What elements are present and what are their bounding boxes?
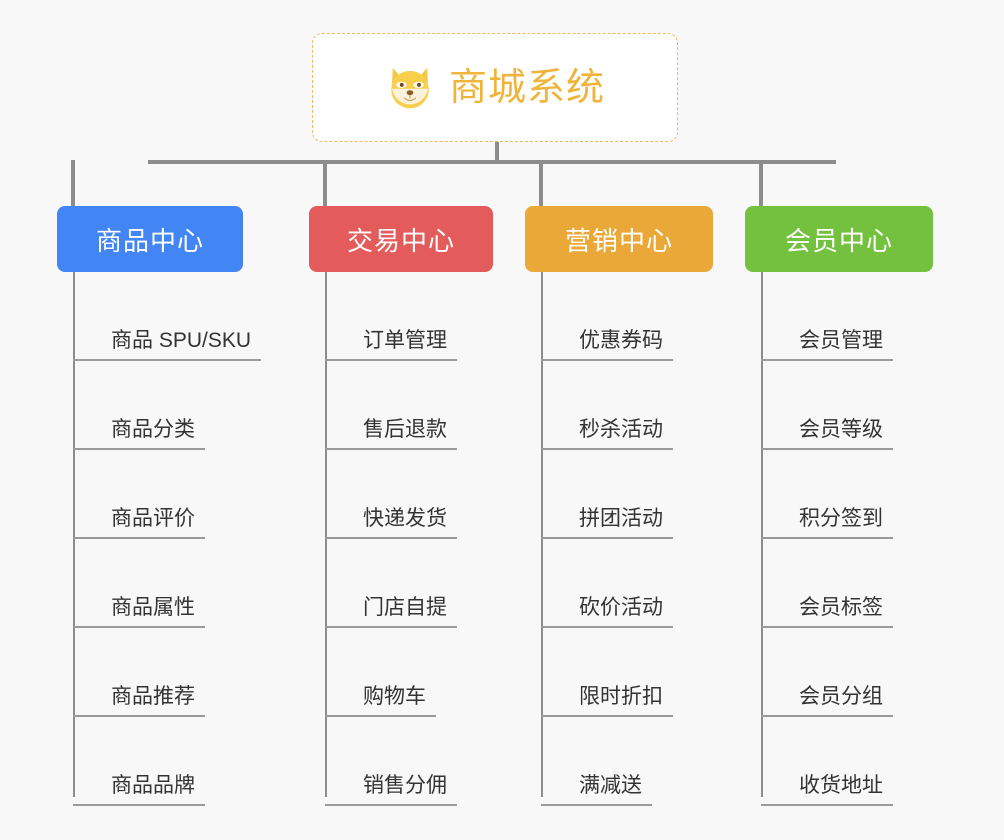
leaf-item[interactable]: 销售分佣 [325, 717, 565, 806]
leaf-item-label: 满减送 [579, 774, 642, 797]
column-trunk-line [73, 272, 75, 797]
leaf-item-underline [325, 804, 457, 806]
leaf-item-label: 快递发货 [363, 507, 447, 530]
leaf-item[interactable]: 商品评价 [73, 450, 343, 539]
leaf-item-underline [541, 448, 673, 450]
leaf-item-underline [325, 359, 457, 361]
leaf-item-label: 购物车 [363, 685, 426, 708]
leaf-item-underline [73, 537, 205, 539]
connector-drop-4 [759, 160, 763, 206]
leaf-item-label: 拼团活动 [579, 507, 663, 530]
leaf-item-label: 砍价活动 [579, 596, 663, 619]
leaf-item[interactable]: 商品品牌 [73, 717, 343, 806]
leaf-item[interactable]: 购物车 [325, 628, 565, 717]
leaf-item[interactable]: 限时折扣 [541, 628, 779, 717]
column-trunk-line [325, 272, 327, 797]
leaf-item-label: 会员管理 [799, 329, 883, 352]
leaf-item[interactable]: 会员等级 [761, 361, 999, 450]
connector-drop-2 [323, 160, 327, 206]
leaf-item[interactable]: 商品属性 [73, 539, 343, 628]
leaf-item[interactable]: 会员管理 [761, 272, 999, 361]
leaf-item-underline [761, 804, 893, 806]
leaf-item-underline [761, 715, 893, 717]
leaf-item-underline [761, 359, 893, 361]
shiba-dog-icon [391, 67, 429, 110]
leaf-item-label: 会员标签 [799, 596, 883, 619]
leaf-column-1: 商品 SPU/SKU 商品分类商品评价商品属性商品推荐商品品牌 [73, 272, 343, 806]
leaf-item-label: 商品品牌 [111, 774, 195, 797]
leaf-item-label: 积分签到 [799, 507, 883, 530]
leaf-item[interactable]: 快递发货 [325, 450, 565, 539]
leaf-item[interactable]: 积分签到 [761, 450, 999, 539]
leaf-item-label: 会员分组 [799, 685, 883, 708]
leaf-item-underline [73, 715, 205, 717]
category-label: 商品中心 [95, 225, 204, 256]
leaf-item-label: 商品分类 [111, 418, 195, 441]
leaf-item[interactable]: 商品 SPU/SKU [73, 272, 343, 361]
leaf-item-underline [761, 448, 893, 450]
category-label: 营销中心 [564, 225, 673, 256]
leaf-item-underline [325, 448, 457, 450]
leaf-item-underline [541, 359, 673, 361]
category-box-4[interactable]: 会员中心 [745, 206, 933, 272]
column-trunk-line [761, 272, 763, 797]
connector-root-stem [495, 142, 499, 164]
leaf-item-label: 优惠券码 [579, 329, 663, 352]
leaf-item-label: 订单管理 [363, 329, 447, 352]
category-label: 会员中心 [784, 225, 893, 256]
leaf-item-underline [541, 537, 673, 539]
category-box-1[interactable]: 商品中心 [57, 206, 243, 272]
leaf-item[interactable]: 会员分组 [761, 628, 999, 717]
leaf-item-label: 限时折扣 [579, 685, 663, 708]
leaf-item-underline [73, 359, 261, 361]
leaf-item[interactable]: 砍价活动 [541, 539, 779, 628]
leaf-item-underline [325, 715, 436, 717]
leaf-item[interactable]: 门店自提 [325, 539, 565, 628]
leaf-item-label: 售后退款 [363, 418, 447, 441]
category-label: 交易中心 [346, 225, 455, 256]
leaf-column-3: 优惠券码秒杀活动拼团活动砍价活动限时折扣满减送 [541, 272, 779, 806]
leaf-item[interactable]: 秒杀活动 [541, 361, 779, 450]
leaf-item[interactable]: 收货地址 [761, 717, 999, 806]
connector-drop-3 [539, 160, 543, 206]
leaf-item-label: 收货地址 [799, 774, 883, 797]
leaf-item-underline [541, 715, 673, 717]
root-node[interactable]: 商城系统 [312, 33, 678, 142]
leaf-item-label: 门店自提 [363, 596, 447, 619]
leaf-item-label: 商品评价 [111, 507, 195, 530]
root-title: 商城系统 [448, 66, 605, 109]
leaf-item[interactable]: 拼团活动 [541, 450, 779, 539]
category-box-3[interactable]: 营销中心 [525, 206, 713, 272]
leaf-item[interactable]: 订单管理 [325, 272, 565, 361]
leaf-item-label: 销售分佣 [363, 774, 447, 797]
category-box-2[interactable]: 交易中心 [309, 206, 493, 272]
leaf-item-label: 会员等级 [799, 418, 883, 441]
leaf-item[interactable]: 商品推荐 [73, 628, 343, 717]
leaf-item-label: 商品属性 [111, 596, 195, 619]
leaf-item-underline [73, 626, 205, 628]
leaf-item[interactable]: 商品分类 [73, 361, 343, 450]
leaf-item-label: 秒杀活动 [579, 418, 663, 441]
connector-drop-1 [71, 160, 75, 206]
leaf-item-underline [541, 804, 652, 806]
leaf-item[interactable]: 会员标签 [761, 539, 999, 628]
leaf-item-underline [761, 626, 893, 628]
leaf-item-underline [325, 626, 457, 628]
leaf-item[interactable]: 优惠券码 [541, 272, 779, 361]
leaf-item-underline [325, 537, 457, 539]
connector-horizontal-bus [148, 160, 836, 164]
leaf-item-underline [761, 537, 893, 539]
leaf-item-underline [541, 626, 673, 628]
leaf-item-underline [73, 448, 205, 450]
leaf-item[interactable]: 满减送 [541, 717, 779, 806]
leaf-item-underline [73, 804, 205, 806]
leaf-item-label: 商品推荐 [111, 685, 195, 708]
leaf-column-4: 会员管理会员等级积分签到会员标签会员分组收货地址 [761, 272, 999, 806]
leaf-item-label: 商品 SPU/SKU [111, 329, 252, 352]
leaf-column-2: 订单管理售后退款快递发货门店自提购物车销售分佣 [325, 272, 565, 806]
leaf-item[interactable]: 售后退款 [325, 361, 565, 450]
column-trunk-line [541, 272, 543, 797]
